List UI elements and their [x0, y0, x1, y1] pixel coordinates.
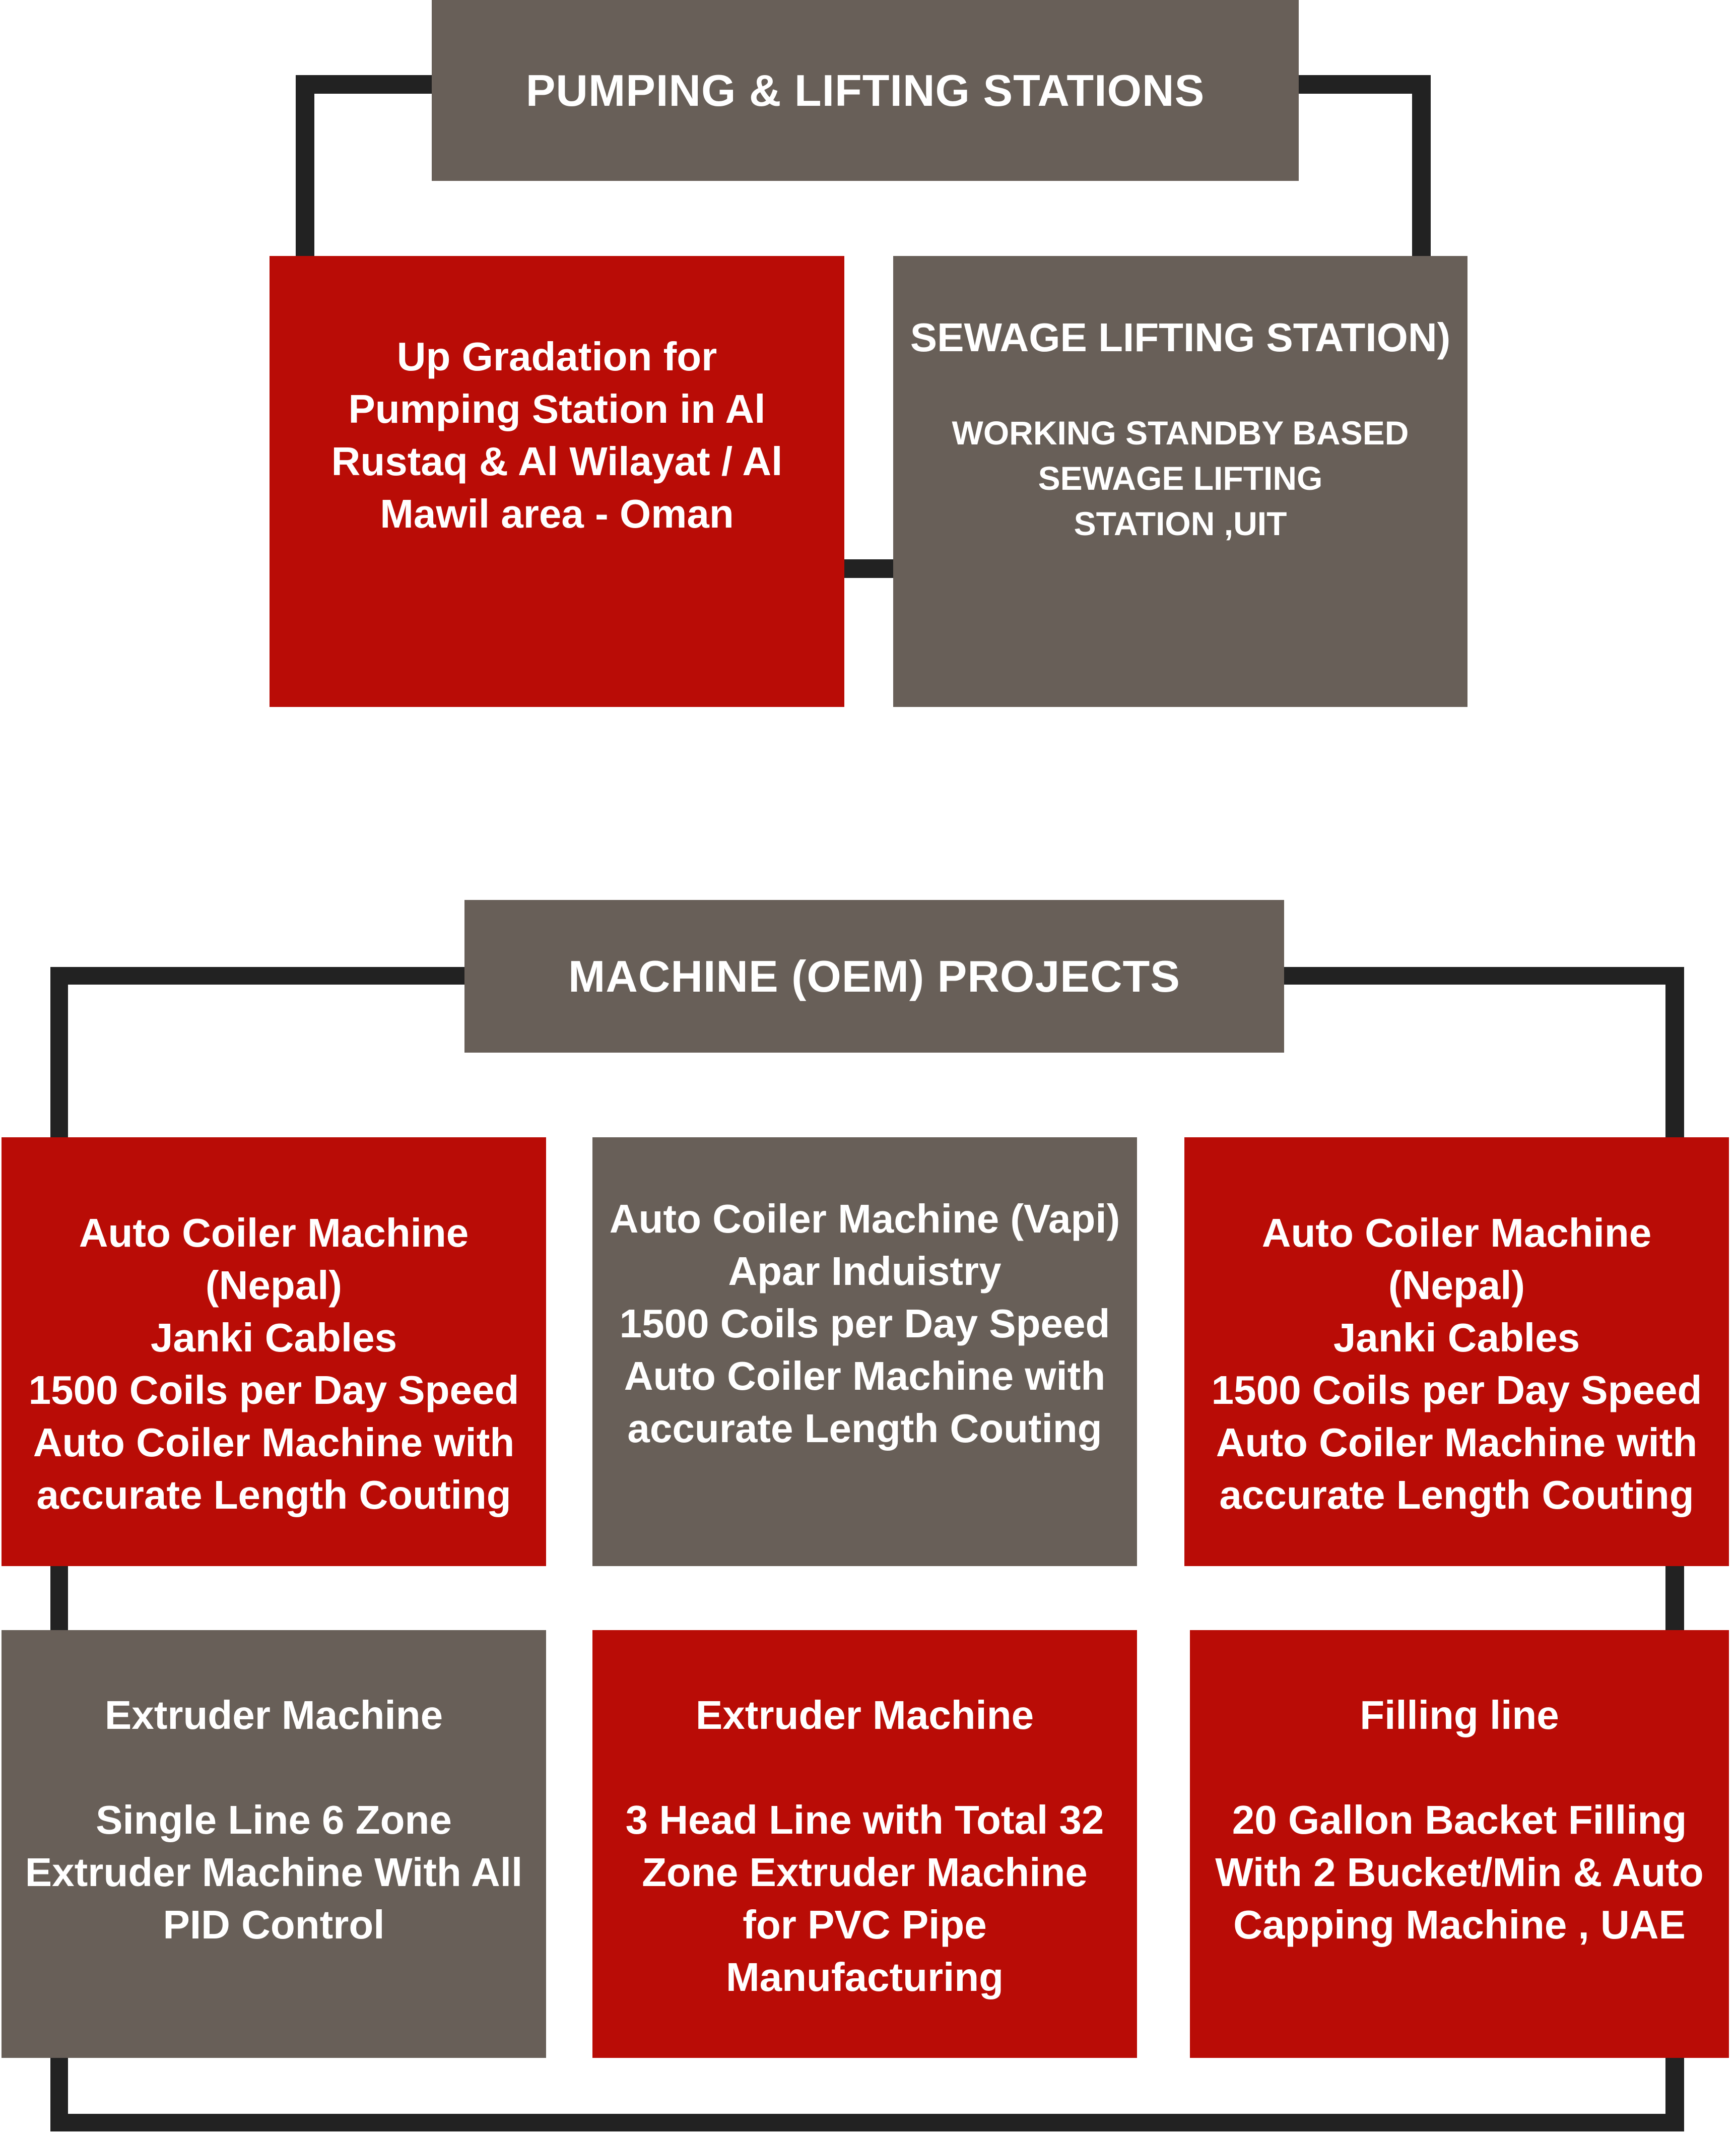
connector-line: [1412, 75, 1431, 267]
frame-line-bottom: [50, 2114, 1684, 2131]
section-title-machine-oem: MACHINE (OEM) PROJECTS: [464, 900, 1284, 1053]
section-title-pumping: PUMPING & LIFTING STATIONS: [432, 0, 1299, 181]
project-box-extruder-single: Extruder Machine Single Line 6 Zone Extr…: [2, 1630, 546, 2058]
project-text: Auto Coiler Machine (Nepal) Janki Cables…: [1211, 1210, 1702, 1517]
section-title-text: PUMPING & LIFTING STATIONS: [525, 65, 1205, 115]
project-box-auto-coiler-vapi: Auto Coiler Machine (Vapi) Apar Induistr…: [592, 1137, 1137, 1566]
project-text: WORKING STANDBY BASED SEWAGE LIFTING STA…: [952, 414, 1409, 542]
project-text: Auto Coiler Machine (Vapi) Apar Induistr…: [609, 1196, 1120, 1451]
project-box-extruder-pvc: Extruder Machine 3 Head Line with Total …: [592, 1630, 1137, 2058]
project-box-auto-coiler-nepal-2: Auto Coiler Machine (Nepal) Janki Cables…: [1184, 1137, 1729, 1566]
project-title: Extruder Machine: [695, 1693, 1034, 1737]
project-box-pumping-oman: Up Gradation for Pumping Station in Al R…: [270, 256, 844, 707]
project-box-sewage-lifting: SEWAGE LIFTING STATION) WORKING STANDBY …: [893, 256, 1467, 707]
project-text: 20 Gallon Backet Filling With 2 Bucket/M…: [1215, 1797, 1704, 1947]
project-title: SEWAGE LIFTING STATION): [910, 315, 1451, 360]
project-box-filling-line: Filling line 20 Gallon Backet Filling Wi…: [1190, 1630, 1729, 2058]
connector-line: [296, 75, 447, 94]
project-text: Up Gradation for Pumping Station in Al R…: [331, 334, 783, 536]
project-title: Filling line: [1360, 1693, 1559, 1737]
connector-line: [836, 559, 902, 578]
connector-line: [296, 75, 314, 267]
project-box-auto-coiler-nepal: Auto Coiler Machine (Nepal) Janki Cables…: [2, 1137, 546, 1566]
frame-line-top-right: [1275, 967, 1684, 985]
connector-line: [1290, 75, 1431, 94]
project-text: 3 Head Line with Total 32 Zone Extruder …: [625, 1797, 1104, 1999]
project-text: Auto Coiler Machine (Nepal) Janki Cables…: [28, 1210, 519, 1517]
section-title-text: MACHINE (OEM) PROJECTS: [568, 951, 1180, 1001]
project-title: Extruder Machine: [104, 1693, 443, 1737]
frame-line-top-left: [50, 967, 474, 985]
project-text: Single Line 6 Zone Extruder Machine With…: [25, 1797, 523, 1947]
